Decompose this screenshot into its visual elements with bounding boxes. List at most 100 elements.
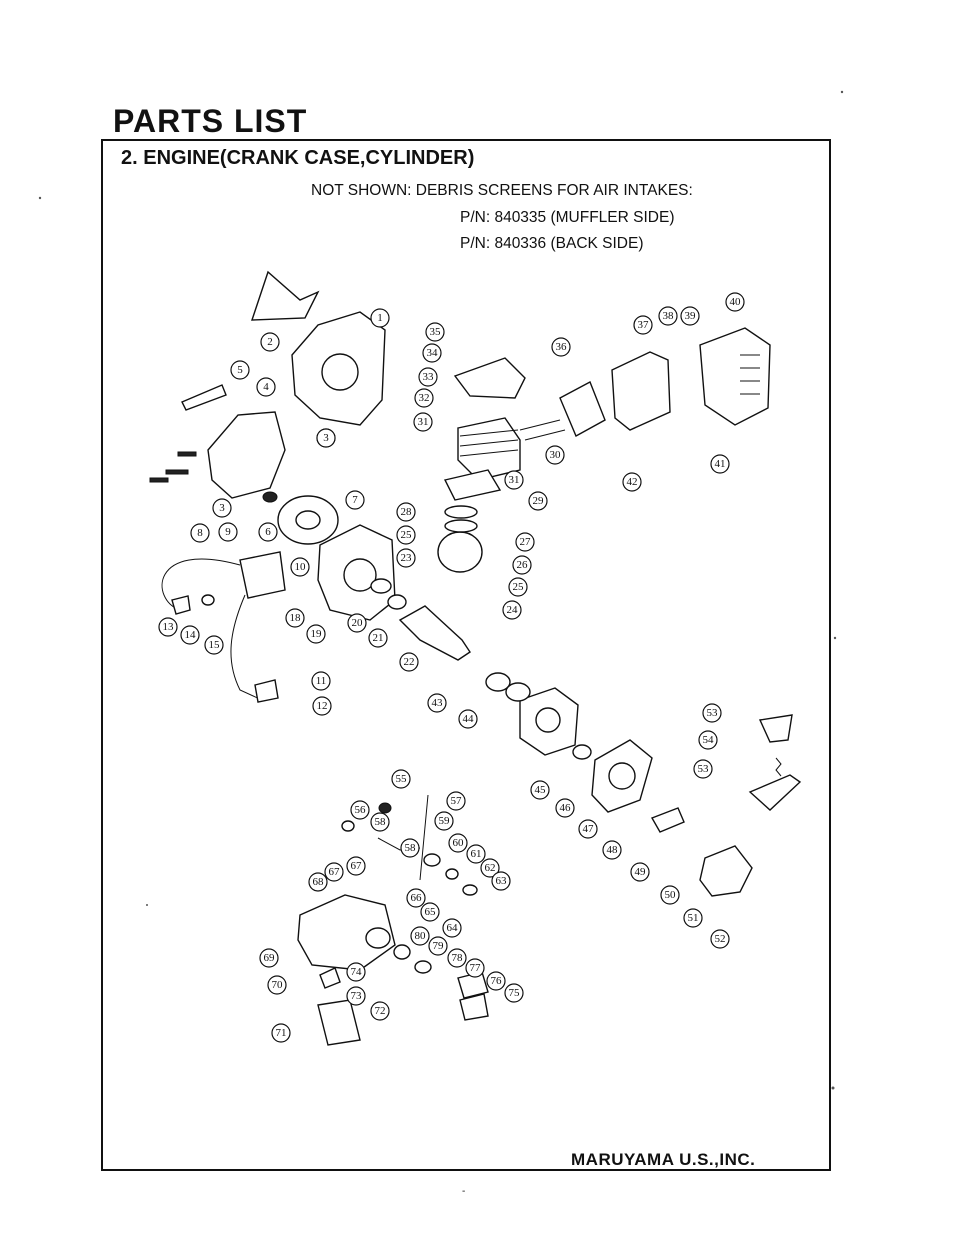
callout-11: 11: [311, 671, 331, 691]
company-name: MARUYAMA U.S.,INC.: [571, 1150, 756, 1169]
callout-number: 45: [535, 784, 547, 796]
callout-22: 22: [399, 652, 419, 672]
callout-50: 50: [660, 885, 680, 905]
piston-drawing: [437, 531, 483, 573]
callout-number: 64: [447, 922, 459, 934]
callout-number: 15: [209, 639, 221, 651]
callout-number: 26: [517, 559, 529, 571]
callout-number: 35: [430, 326, 442, 338]
callout-number: 22: [404, 656, 415, 668]
callout-number: 80: [415, 930, 427, 942]
callout-45: 45: [530, 780, 550, 800]
callout-49: 49: [630, 862, 650, 882]
callout-36: 36: [551, 337, 571, 357]
callout-61: 61: [466, 844, 486, 864]
callout-number: 37: [638, 319, 650, 331]
callout-number: 23: [401, 552, 413, 564]
callout-number: 34: [427, 347, 439, 359]
callout-number: 53: [707, 707, 719, 719]
callout-33: 33: [418, 367, 438, 387]
callout-number: 32: [419, 392, 430, 404]
callout-number: 67: [329, 866, 341, 878]
callout-number: 41: [715, 458, 726, 470]
callout-80: 80: [410, 926, 430, 946]
callout-10: 10: [290, 557, 310, 577]
clutch-drawing: [699, 845, 753, 897]
callout-number: 73: [351, 990, 363, 1002]
callout-number: 52: [715, 933, 726, 945]
callout-12: 12: [312, 696, 332, 716]
muffler-drawing: [611, 351, 671, 431]
callout-number: 71: [276, 1027, 287, 1039]
callout-65: 65: [420, 902, 440, 922]
callout-number: 58: [405, 842, 417, 854]
callout-number: 79: [433, 940, 445, 952]
callout-59: 59: [434, 811, 454, 831]
callout-26: 26: [512, 555, 532, 575]
callout-number: 8: [197, 527, 203, 539]
callout-number: 20: [352, 617, 364, 629]
callout-number: 72: [375, 1005, 386, 1017]
callout-7: 7: [345, 490, 365, 510]
callout-number: 55: [396, 773, 408, 785]
callout-number: 10: [295, 561, 307, 573]
callout-62: 62: [480, 858, 500, 878]
not-shown-note: NOT SHOWN: DEBRIS SCREENS FOR AIR INTAKE…: [311, 182, 693, 199]
callout-number: 7: [352, 494, 358, 506]
callout-2: 2: [260, 332, 280, 352]
callout-18: 18: [285, 608, 305, 628]
callout-53: 53: [702, 703, 722, 723]
callout-number: 67: [351, 860, 363, 872]
callout-66: 66: [406, 888, 426, 908]
parts-list-heading: PARTS LIST: [113, 103, 308, 139]
callout-number: 75: [509, 987, 521, 999]
callout-75: 75: [504, 983, 524, 1003]
callout-3: 3: [316, 428, 336, 448]
callout-number: 78: [452, 952, 464, 964]
callout-68: 68: [308, 872, 328, 892]
callout-number: 5: [237, 364, 243, 376]
callout-1: 1: [370, 308, 390, 328]
callout-76: 76: [486, 971, 506, 991]
carburetor-drawing: [297, 894, 396, 971]
callout-number: 12: [317, 700, 328, 712]
callout-number: 77: [470, 962, 482, 974]
callout-73: 73: [346, 986, 366, 1006]
callout-number: 43: [432, 697, 444, 709]
callout-38: 38: [658, 306, 678, 326]
callout-64: 64: [442, 918, 462, 938]
callout-number: 3: [219, 502, 225, 514]
callout-number: 53: [698, 763, 710, 775]
callout-44: 44: [458, 709, 478, 729]
callout-number: 42: [627, 476, 638, 488]
callout-number: 1: [377, 312, 383, 324]
callout-number: 13: [163, 621, 175, 633]
callout-79: 79: [428, 936, 448, 956]
callout-number: 27: [520, 536, 532, 548]
callout-number: 46: [560, 802, 572, 814]
callout-number: 9: [225, 526, 231, 538]
callout-41: 41: [710, 454, 730, 474]
callout-57: 57: [446, 791, 466, 811]
callout-number: 2: [267, 336, 273, 348]
callout-21: 21: [368, 628, 388, 648]
cylinder-drawing: [457, 417, 521, 481]
callout-number: 44: [463, 713, 475, 725]
callout-number: 28: [401, 506, 413, 518]
callout-51: 51: [683, 908, 703, 928]
callout-53: 53: [693, 759, 713, 779]
callout-number: 69: [264, 952, 276, 964]
callout-number: 14: [185, 629, 197, 641]
callout-number: 31: [509, 474, 520, 486]
callout-number: 49: [635, 866, 647, 878]
diagram-frame: [101, 139, 831, 1171]
muffler-cover-drawing: [699, 327, 771, 426]
callout-32: 32: [414, 388, 434, 408]
callout-number: 63: [496, 875, 508, 887]
callout-63: 63: [491, 871, 511, 891]
callout-67: 67: [346, 856, 366, 876]
shroud-drawing: [453, 357, 526, 399]
callout-27: 27: [515, 532, 535, 552]
callout-number: 56: [355, 804, 367, 816]
callout-number: 18: [290, 612, 302, 624]
